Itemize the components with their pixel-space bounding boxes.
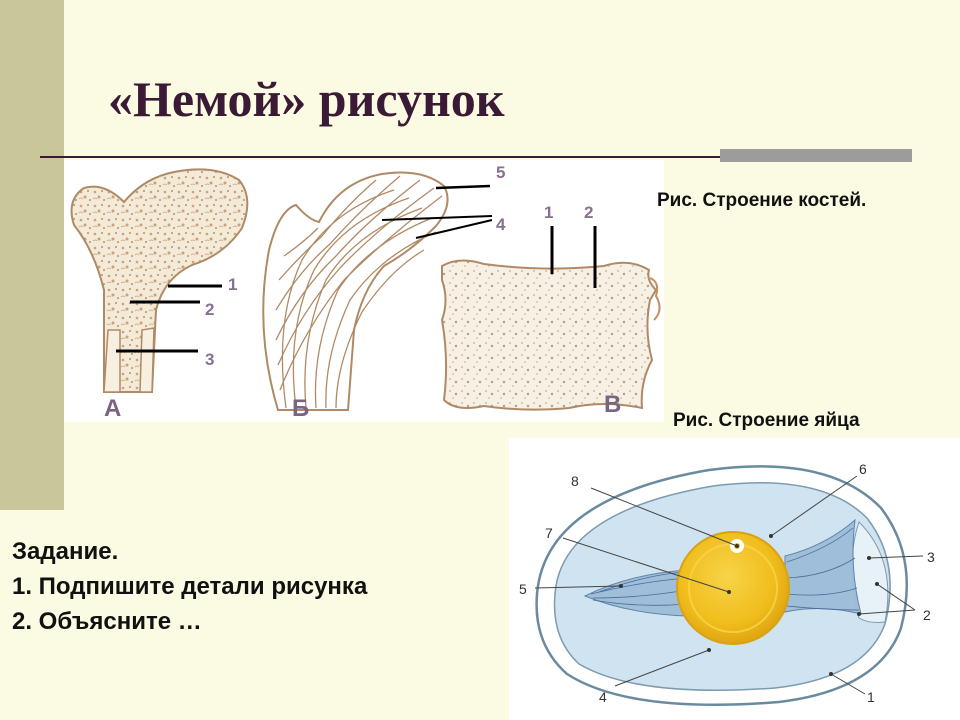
task-item-1: 1. Подпишите детали рисунка — [12, 573, 368, 600]
bone-c-label-2: 2 — [584, 203, 593, 222]
bone-b-label-4: 4 — [496, 215, 506, 234]
egg-structure-figure: 8 6 7 3 5 2 4 1 — [509, 438, 960, 720]
bone-c-letter: В — [604, 391, 621, 418]
left-accent-bar — [0, 0, 64, 510]
bone-c-drawing — [440, 226, 661, 411]
egg-drawing — [534, 465, 924, 706]
bone-structure-figure: 1 2 3 А 5 4 — [64, 160, 664, 422]
bone-a-label-1: 1 — [228, 275, 237, 294]
egg-label-3: 3 — [927, 549, 935, 565]
egg-label-4: 4 — [599, 689, 607, 705]
egg-label-5: 5 — [519, 581, 527, 597]
bone-b-letter: Б — [292, 395, 309, 422]
bone-a-drawing — [70, 168, 249, 393]
bone-b-drawing — [262, 171, 493, 411]
bone-a-letter: А — [104, 395, 121, 422]
egg-caption: Рис. Строение яйца — [673, 410, 860, 431]
egg-label-2: 2 — [923, 607, 931, 623]
task-heading: Задание. — [12, 538, 119, 565]
bone-b-label-5: 5 — [496, 163, 505, 182]
egg-label-1: 1 — [867, 689, 875, 705]
slide-title: «Немой» рисунок — [108, 71, 505, 127]
egg-label-7: 7 — [545, 525, 553, 541]
bones-caption: Рис. Строение костей. — [657, 190, 867, 211]
title-divider — [40, 156, 910, 158]
task-item-2: 2. Объясните … — [12, 608, 202, 635]
bone-c-label-1: 1 — [544, 203, 553, 222]
task-block: Задание. 1. Подпишите детали рисунка 2. … — [12, 534, 367, 639]
title-divider-accent — [720, 149, 912, 162]
egg-label-8: 8 — [571, 473, 579, 489]
bone-a-label-2: 2 — [205, 300, 214, 319]
bone-a-label-3: 3 — [205, 350, 214, 369]
egg-label-6: 6 — [859, 461, 867, 477]
